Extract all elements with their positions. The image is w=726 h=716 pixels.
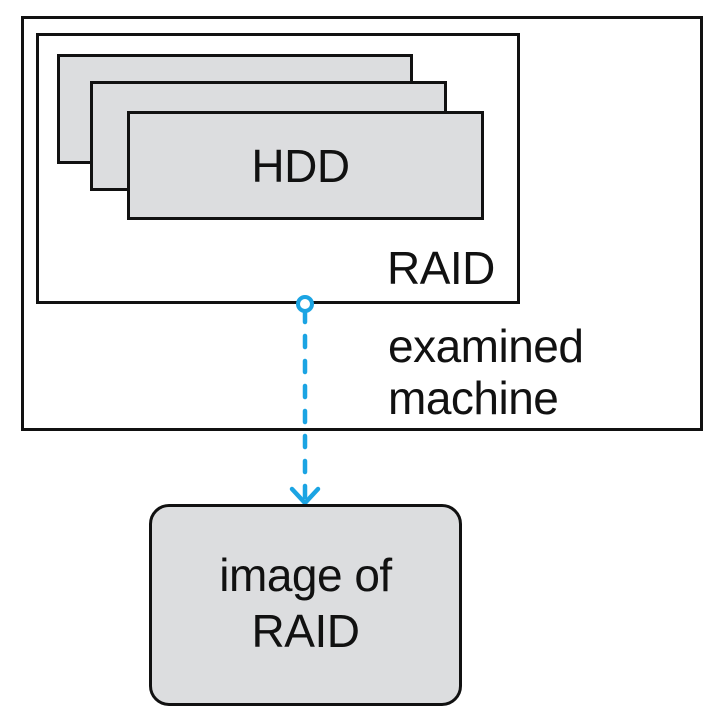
raid-label: RAID xyxy=(387,242,495,294)
image-label-line2: RAID xyxy=(251,605,360,657)
image-of-raid-label: image of RAID xyxy=(219,547,392,663)
image-label-line1: image of xyxy=(219,549,392,601)
connector-arrow-head-icon xyxy=(289,486,321,506)
hdd-box-front: HDD xyxy=(127,111,484,220)
hdd-label: HDD xyxy=(251,139,350,192)
examined-machine-label: examined machine xyxy=(388,320,584,424)
image-of-raid-box: image of RAID xyxy=(149,504,462,706)
examined-machine-label-line1: examined xyxy=(388,320,584,372)
examined-machine-label-line2: machine xyxy=(388,372,559,424)
